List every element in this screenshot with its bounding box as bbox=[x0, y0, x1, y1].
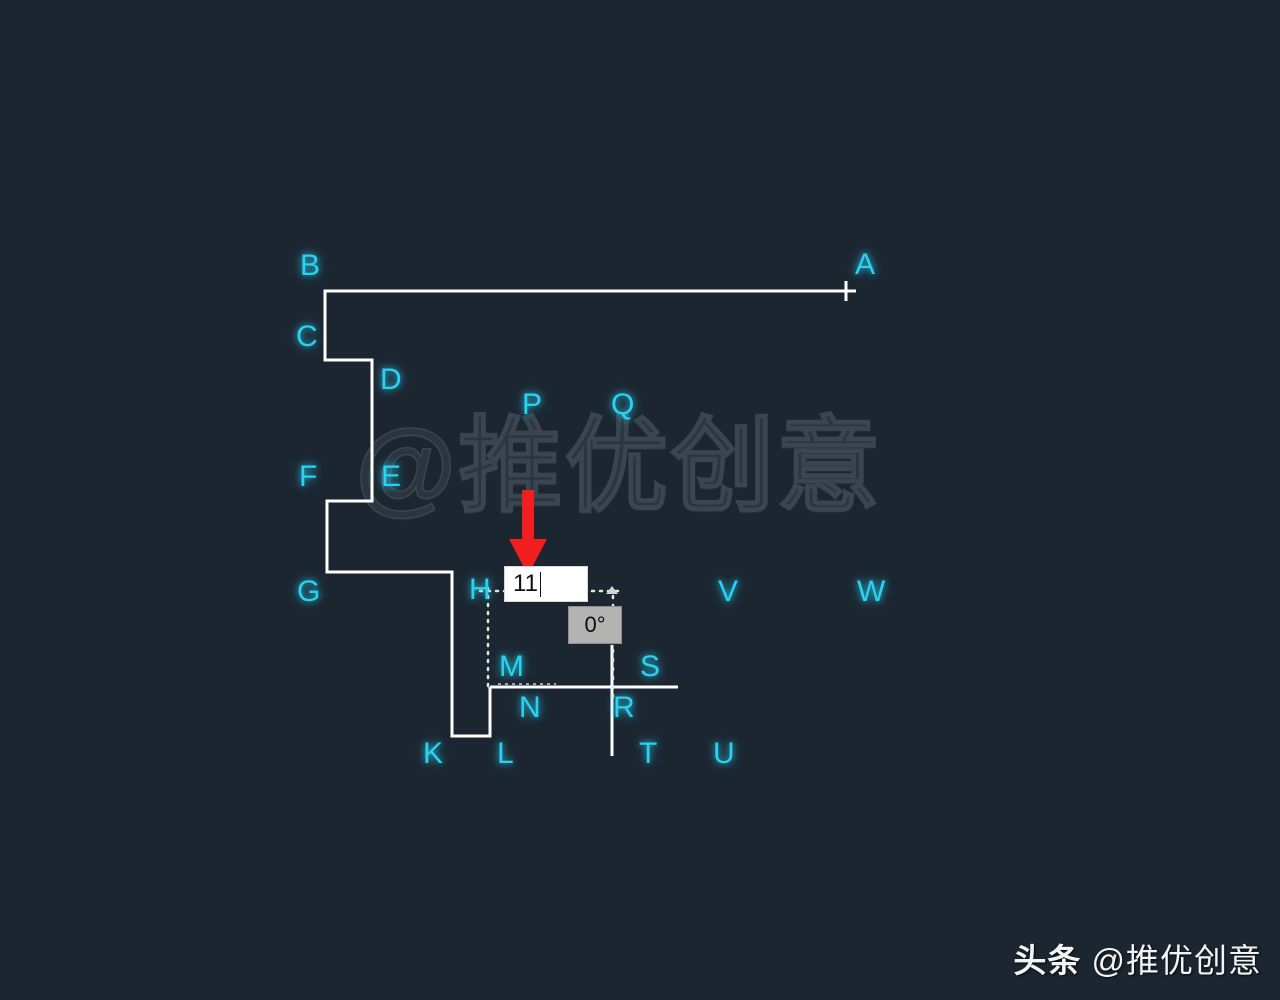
text-caret bbox=[539, 571, 541, 597]
point-label-c: C bbox=[296, 320, 318, 353]
corner-watermark-prefix: 头条 bbox=[1013, 942, 1082, 979]
dynamic-input-angle-value: 0° bbox=[584, 612, 606, 637]
point-label-l: L bbox=[497, 737, 514, 770]
dynamic-input-angle-field[interactable]: 0° bbox=[568, 606, 622, 644]
point-label-w: W bbox=[857, 575, 886, 608]
point-label-a: A bbox=[855, 248, 876, 281]
point-label-g: G bbox=[297, 575, 321, 608]
point-label-n: N bbox=[519, 691, 541, 724]
corner-watermark-handle: @推优创意 bbox=[1091, 942, 1262, 979]
point-label-e: E bbox=[381, 460, 402, 493]
point-label-d: D bbox=[380, 363, 402, 396]
point-label-b: B bbox=[300, 249, 321, 282]
point-label-r: R bbox=[613, 691, 635, 724]
tracking-triangle-marker bbox=[606, 586, 618, 594]
point-label-q: Q bbox=[611, 388, 635, 421]
point-label-f: F bbox=[299, 460, 318, 493]
point-label-k: K bbox=[423, 737, 444, 770]
point-label-u: U bbox=[713, 737, 735, 770]
point-label-s: S bbox=[640, 650, 661, 683]
point-label-m: M bbox=[499, 650, 524, 683]
red-annotation-arrow bbox=[509, 490, 547, 575]
dynamic-input-value: 11 bbox=[513, 570, 538, 597]
point-label-v: V bbox=[718, 575, 739, 608]
endpoint-cross-marker bbox=[836, 281, 856, 301]
point-label-p: P bbox=[522, 388, 543, 421]
main-polyline bbox=[323, 289, 845, 738]
point-label-t: T bbox=[639, 737, 658, 770]
corner-watermark: 头条 @推优创意 bbox=[1013, 934, 1262, 982]
point-label-h: H bbox=[469, 573, 491, 606]
dynamic-input-length-field[interactable]: 11 bbox=[504, 566, 588, 602]
